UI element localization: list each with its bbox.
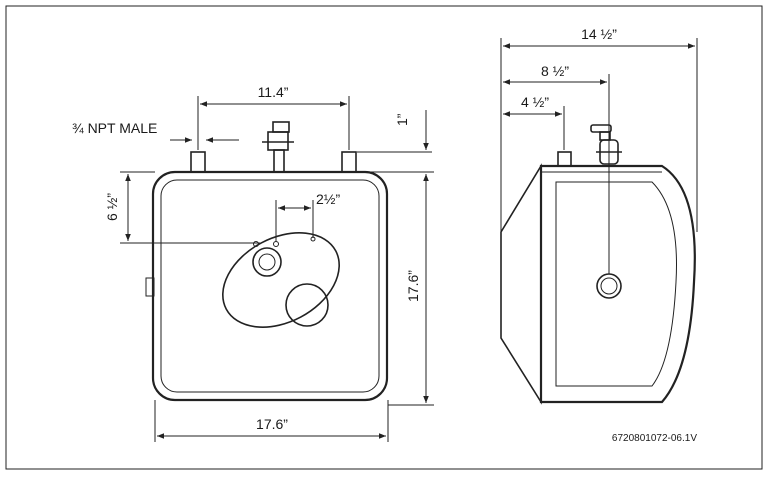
relief-valve: [262, 121, 294, 173]
side-view: 14 ½” 8 ½” 4 ½”: [500, 26, 698, 405]
dim-panel-offset: 6 ½”: [104, 193, 120, 221]
dim-panel-spacing: 2½”: [316, 191, 340, 207]
dim-depth-pipe: 4 ½”: [521, 94, 549, 110]
dim-depth-valve: 8 ½”: [541, 63, 569, 79]
drawing-number: 6720801072-06.1V: [612, 433, 697, 444]
side-tank-inner: [555, 181, 677, 387]
side-relief-valve: [590, 124, 622, 165]
front-tank-inner-outline: [160, 179, 380, 393]
drawing-border: [5, 5, 763, 470]
npt-label: ¾ NPT MALE: [72, 120, 157, 136]
left-inlet-fitting: [190, 151, 206, 173]
panel-indicator-left: [253, 241, 259, 247]
panel-indicator-center: [273, 241, 279, 247]
front-tank-outline: [151, 170, 389, 402]
side-tank-outline: [539, 164, 696, 404]
dim-width-fittings: 11.4”: [258, 84, 289, 100]
thermostat-knob-center: [258, 253, 276, 271]
wall-bracket: [500, 163, 542, 405]
side-connector: [145, 277, 155, 297]
access-cover: [285, 283, 329, 327]
right-outlet-fitting: [341, 151, 357, 173]
dim-width: 17.6”: [256, 416, 288, 432]
thermostat-knob: [252, 247, 282, 277]
side-access-port-inner: [600, 277, 618, 295]
dim-fitting-height: 1”: [394, 113, 410, 126]
side-pipe-fitting: [557, 151, 572, 167]
dim-height: 17.6”: [405, 270, 421, 302]
front-view: 11.4” ¾ NPT MALE 1” 6 ½” 2½” 17.6” 17.6”: [72, 84, 434, 442]
control-panel-outline: [222, 232, 340, 328]
control-panel: [222, 232, 340, 328]
dim-depth-total: 14 ½”: [581, 26, 617, 42]
